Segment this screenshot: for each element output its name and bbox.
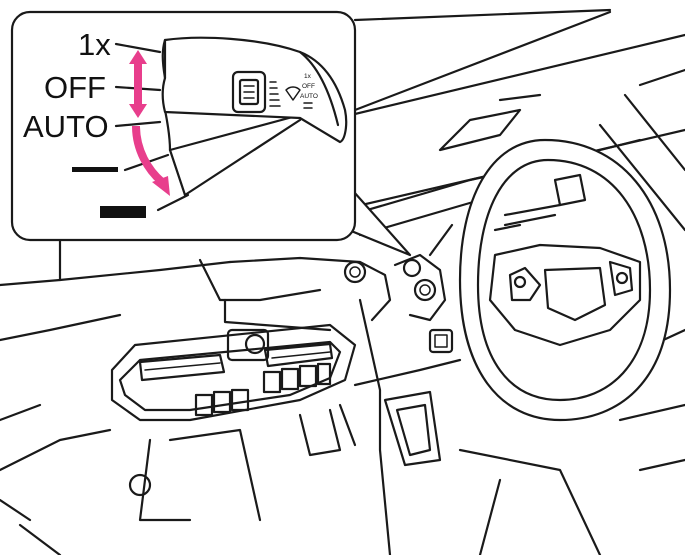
stalk-mark-auto: AUTO bbox=[300, 93, 318, 100]
label-off: OFF bbox=[44, 70, 106, 105]
arrow-head-lower bbox=[152, 176, 170, 196]
symbol-short-bar bbox=[72, 167, 118, 172]
stalk-mark-off: OFF bbox=[302, 83, 315, 90]
arrow-head-down bbox=[129, 104, 147, 118]
label-1x: 1x bbox=[78, 27, 111, 62]
label-auto: AUTO bbox=[23, 109, 109, 144]
arrow-head-up bbox=[129, 50, 147, 64]
stalk-mark-1x: 1x bbox=[304, 73, 312, 80]
wiper-stalk: 1x OFF AUTO bbox=[161, 36, 348, 197]
dashboard-illustration bbox=[0, 8, 685, 555]
arrow-shaft-lower bbox=[132, 125, 165, 186]
symbol-thick-bar bbox=[100, 206, 146, 218]
position-labels: 1x OFF AUTO bbox=[23, 27, 146, 218]
direction-arrows bbox=[129, 50, 170, 196]
